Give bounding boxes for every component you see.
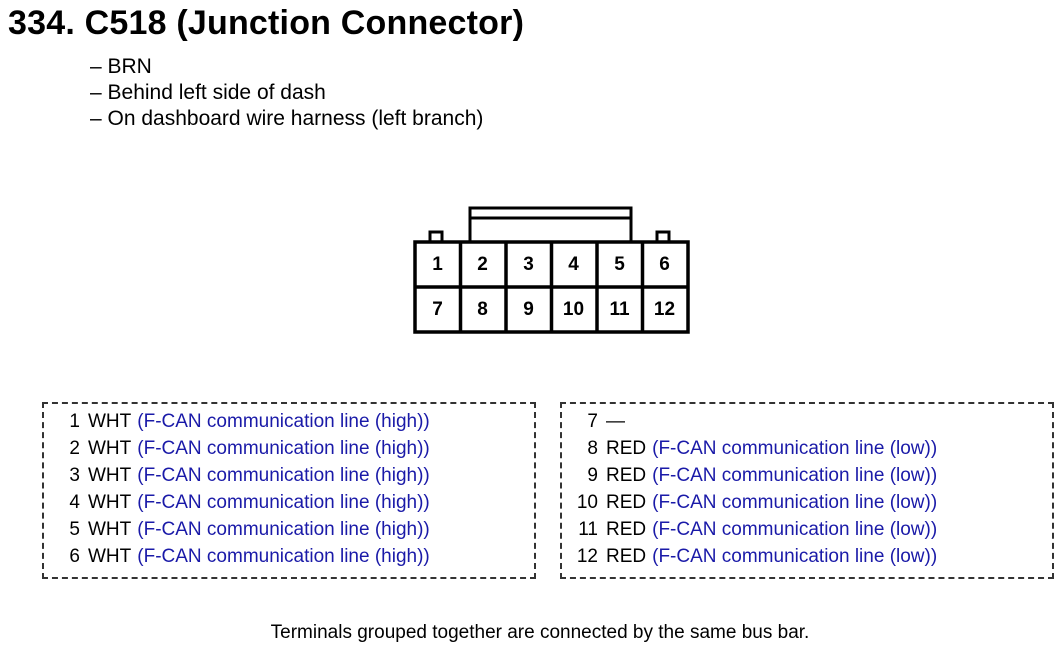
note-color: – BRN bbox=[90, 55, 152, 78]
terminal-row: 1 WHT(F-CAN communication line (high)) bbox=[44, 410, 430, 434]
pin-label: 9 bbox=[523, 299, 534, 320]
terminal-number: 2 bbox=[69, 438, 80, 459]
terminal-row: 6 WHT(F-CAN communication line (high)) bbox=[44, 545, 430, 569]
terminal-description: (F-CAN communication line (high)) bbox=[137, 519, 430, 540]
wire-color: RED bbox=[606, 438, 647, 459]
connector-left-nub bbox=[428, 230, 444, 242]
pin-label: 7 bbox=[432, 299, 443, 320]
pin-label: 10 bbox=[562, 299, 585, 320]
terminal-description: (F-CAN communication line (high)) bbox=[137, 546, 430, 567]
wire-color: WHT bbox=[88, 438, 132, 459]
terminal-row: 12 RED(F-CAN communication line (low)) bbox=[562, 545, 937, 569]
pin-label: 8 bbox=[477, 299, 488, 320]
terminal-row: 10 RED(F-CAN communication line (low)) bbox=[562, 491, 937, 515]
terminal-description: (F-CAN communication line (high)) bbox=[137, 465, 430, 486]
terminal-description: (F-CAN communication line (low)) bbox=[652, 438, 938, 459]
terminal-row: 3 WHT(F-CAN communication line (high)) bbox=[44, 464, 430, 488]
terminal-number: 7 bbox=[587, 411, 598, 432]
terminal-number: 4 bbox=[69, 492, 80, 513]
terminal-number: 11 bbox=[578, 519, 598, 540]
wire-color: RED bbox=[606, 465, 647, 486]
connector-diagram: 1 2 3 4 5 6 7 8 9 10 11 12 bbox=[412, 206, 692, 338]
terminal-row: 4 WHT(F-CAN communication line (high)) bbox=[44, 491, 430, 515]
terminal-number: 10 bbox=[576, 492, 598, 513]
connector-notes: – BRN – Behind left side of dash – On da… bbox=[90, 54, 483, 132]
wire-color: WHT bbox=[88, 465, 132, 486]
note-harness: – On dashboard wire harness (left branch… bbox=[90, 107, 484, 130]
wire-color: RED bbox=[606, 492, 647, 513]
terminal-row: 11 RED(F-CAN communication line (low)) bbox=[562, 518, 937, 542]
terminal-description: (F-CAN communication line (low)) bbox=[652, 546, 938, 567]
terminal-description: (F-CAN communication line (low)) bbox=[652, 492, 938, 513]
terminal-number: 12 bbox=[576, 546, 598, 567]
pin-label: 4 bbox=[568, 254, 579, 275]
terminal-description: (F-CAN communication line (high)) bbox=[137, 492, 430, 513]
terminal-row: 8 RED(F-CAN communication line (low)) bbox=[562, 437, 937, 461]
pin-label: 5 bbox=[614, 254, 625, 275]
wire-color: RED bbox=[606, 546, 647, 567]
terminal-row: 9 RED(F-CAN communication line (low)) bbox=[562, 464, 937, 488]
terminal-row: 2 WHT(F-CAN communication line (high)) bbox=[44, 437, 430, 461]
pin-label: 1 bbox=[432, 254, 443, 275]
connector-lock-tab bbox=[468, 206, 633, 244]
pin-label: 12 bbox=[653, 299, 676, 320]
connector-right-nub bbox=[655, 230, 671, 242]
page-title: 334. C518 (Junction Connector) bbox=[8, 4, 525, 42]
wire-color: WHT bbox=[88, 546, 132, 567]
pin-label: 11 bbox=[609, 299, 630, 320]
wire-color: — bbox=[606, 411, 625, 432]
terminal-description: (F-CAN communication line (high)) bbox=[137, 438, 430, 459]
terminal-number: 8 bbox=[587, 438, 598, 459]
terminal-number: 3 bbox=[69, 465, 80, 486]
terminal-number: 1 bbox=[69, 411, 80, 432]
terminal-number: 9 bbox=[587, 465, 598, 486]
pin-label: 6 bbox=[659, 254, 670, 275]
terminal-number: 5 bbox=[69, 519, 80, 540]
wire-color: WHT bbox=[88, 411, 132, 432]
terminal-number: 6 bbox=[69, 546, 80, 567]
pin-label: 3 bbox=[523, 254, 534, 275]
bus-bar-footnote: Terminals grouped together are connected… bbox=[270, 622, 810, 643]
terminal-row: 7— bbox=[562, 410, 631, 434]
wire-color: WHT bbox=[88, 492, 132, 513]
terminal-description: (F-CAN communication line (low)) bbox=[652, 519, 938, 540]
terminal-description: (F-CAN communication line (low)) bbox=[652, 465, 938, 486]
connector-outline bbox=[413, 206, 690, 334]
note-location: – Behind left side of dash bbox=[90, 81, 326, 104]
terminal-row: 5 WHT(F-CAN communication line (high)) bbox=[44, 518, 430, 542]
terminal-description: (F-CAN communication line (high)) bbox=[137, 411, 430, 432]
pin-label: 2 bbox=[477, 254, 488, 275]
wire-color: RED bbox=[606, 519, 647, 540]
wire-color: WHT bbox=[88, 519, 132, 540]
